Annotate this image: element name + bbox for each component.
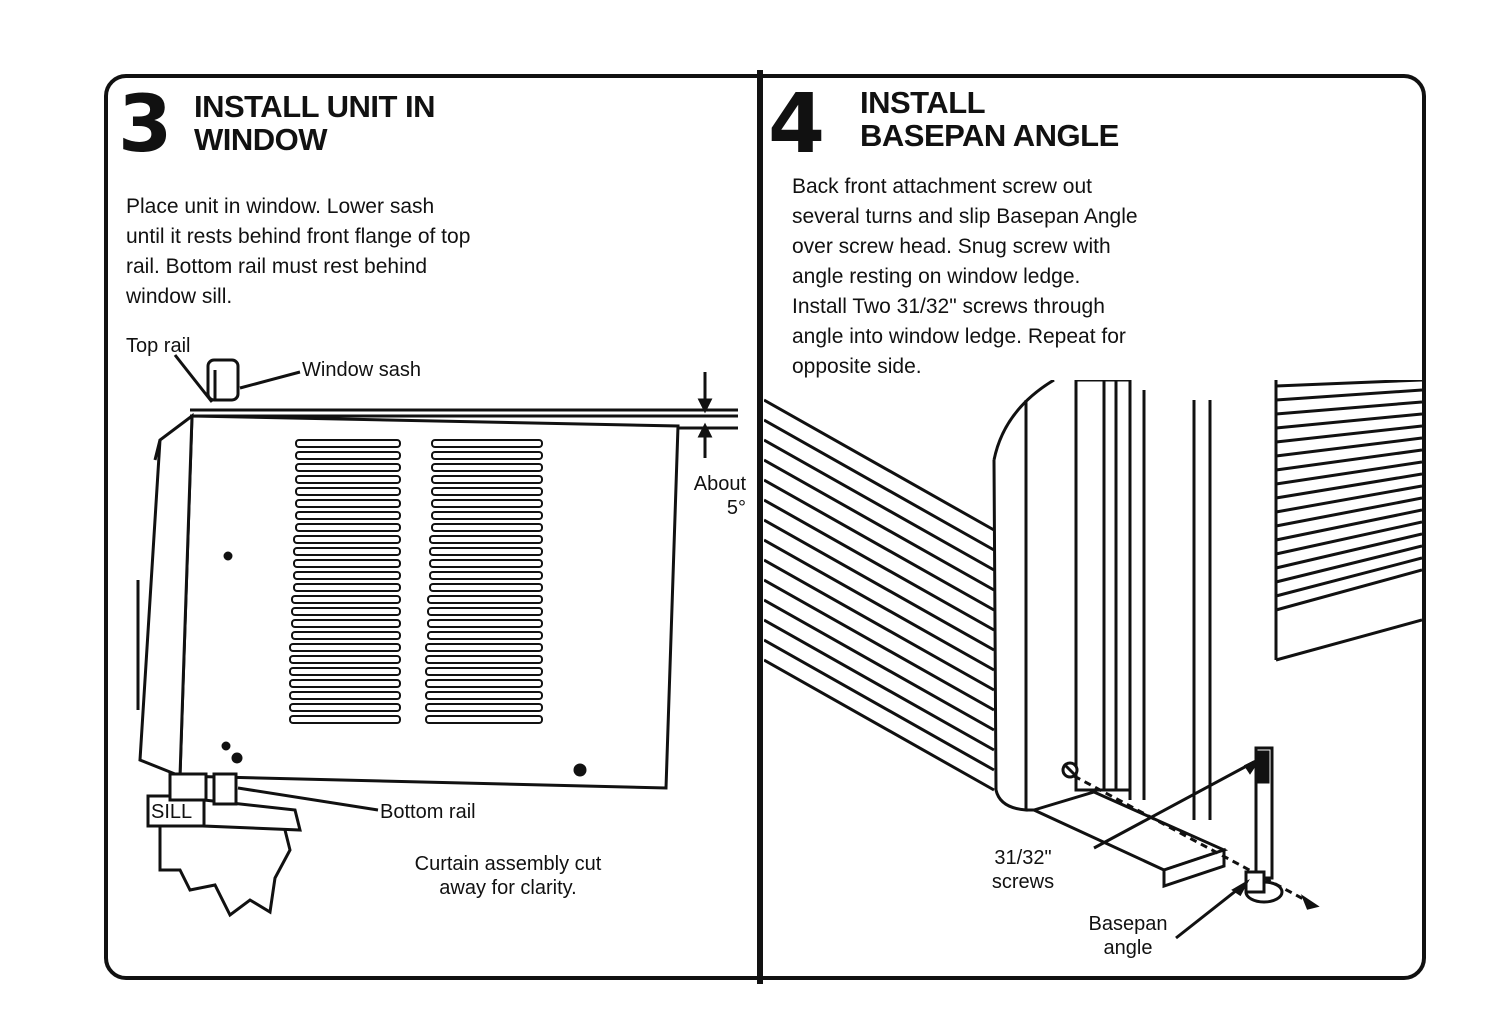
- screws-label: 31/32" screws: [991, 847, 1055, 893]
- step-4-illustration: [764, 380, 1422, 940]
- top-rail-label: Top rail: [126, 335, 191, 357]
- angle-label: About 5°: [680, 472, 746, 520]
- step-3-illustration: [136, 354, 738, 918]
- step-3-title: INSTALL UNIT IN WINDOW: [194, 89, 436, 158]
- step-3-instructions: Place unit in window. Lower sash until i…: [126, 195, 471, 308]
- sill-label: SILL: [151, 801, 193, 823]
- step-4-instructions: Back front attachment screw out several …: [792, 175, 1138, 378]
- window-sash-label: Window sash: [302, 359, 421, 381]
- curtain-note: Curtain assembly cut away for clarity.: [414, 853, 602, 899]
- basepan-angle-label: Basepan angle: [1088, 913, 1168, 959]
- bottom-rail-label: Bottom rail: [380, 801, 476, 823]
- panel-divider: [757, 70, 763, 984]
- step-4-title: INSTALL BASEPAN ANGLE: [860, 85, 1119, 154]
- instruction-panel-frame: [104, 74, 1426, 980]
- step-4-number: 4: [768, 77, 826, 172]
- step-3-number: 3: [118, 80, 173, 170]
